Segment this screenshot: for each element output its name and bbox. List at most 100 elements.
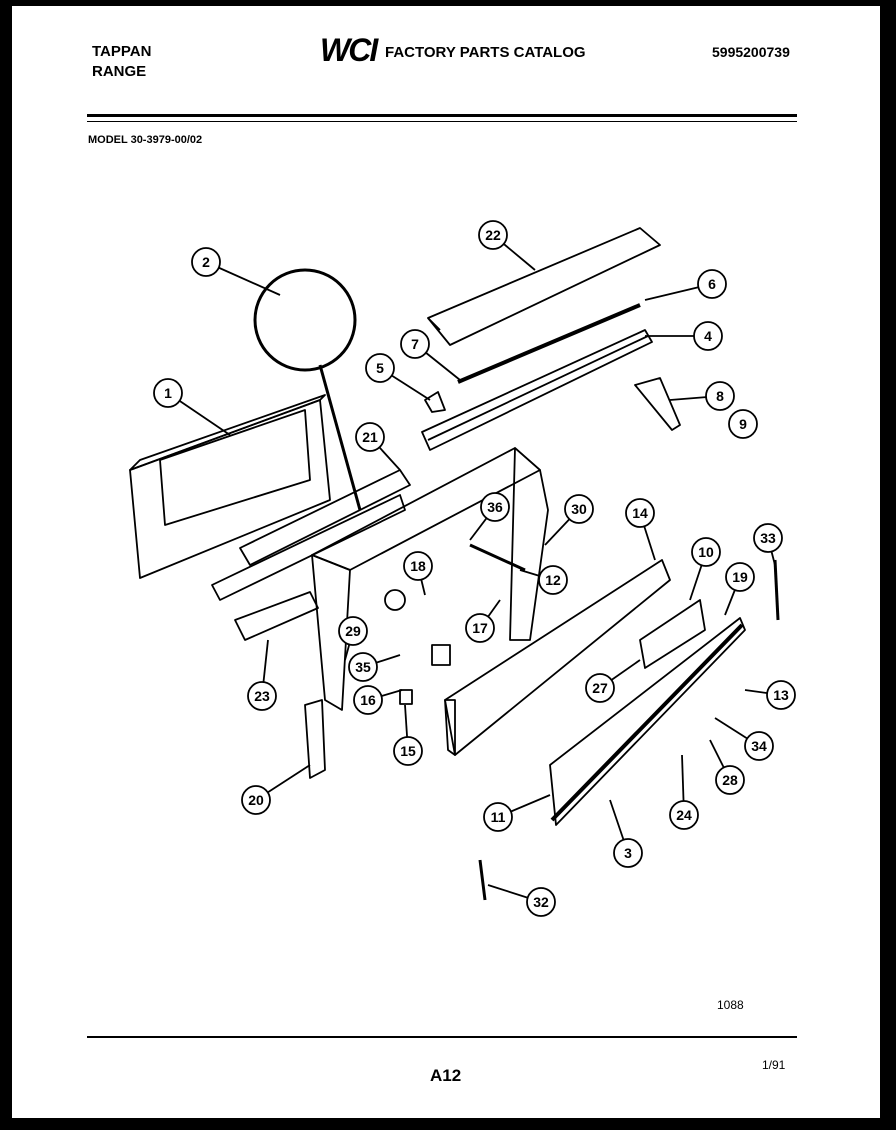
- callout-number-23: 23: [254, 688, 270, 704]
- callout-number-11: 11: [491, 809, 506, 825]
- callout-bubble-21: [355, 422, 385, 452]
- callout-bubble-17: [465, 613, 495, 643]
- callout-bubble-14: [625, 498, 655, 528]
- callout-bubble-30: [564, 494, 594, 524]
- callout-bubble-4: [693, 321, 723, 351]
- callout-bubble-6: [697, 269, 727, 299]
- part-control-panel: [444, 559, 671, 756]
- part-bracket-32: [478, 859, 487, 901]
- callout-number-22: 22: [485, 227, 501, 243]
- part-rod: [457, 303, 641, 384]
- callout-bubble-28: [715, 765, 745, 795]
- callout-bubble-29: [338, 616, 368, 646]
- callout-number-32: 32: [533, 894, 549, 910]
- callout-number-34: 34: [751, 738, 767, 754]
- callout-bubble-34: [744, 731, 774, 761]
- callout-bubble-24: [669, 800, 699, 830]
- callout-number-7: 7: [411, 336, 419, 352]
- part-knob-18: [384, 589, 406, 611]
- callout-bubble-9: [728, 409, 758, 439]
- part-backguard-frame: [311, 447, 549, 711]
- callout-number-16: 16: [360, 692, 376, 708]
- callout-bubble-27: [585, 673, 615, 703]
- part-switch-17: [431, 644, 451, 666]
- callout-number-9: 9: [739, 416, 747, 432]
- callout-bubble-16: [353, 685, 383, 715]
- part-number: 5995200739: [712, 44, 790, 60]
- callout-number-10: 10: [698, 544, 714, 560]
- part-bracket-33: [773, 559, 780, 621]
- callout-number-17: 17: [472, 620, 488, 636]
- callout-number-5: 5: [376, 360, 384, 376]
- part-door-panel: [129, 394, 331, 579]
- part-side-post: [304, 699, 326, 779]
- callout-number-24: 24: [676, 807, 692, 823]
- callout-number-18: 18: [410, 558, 426, 574]
- header-rule-thick: [87, 114, 797, 117]
- part-detail-inset: [253, 268, 357, 372]
- drawing-code: 1088: [717, 998, 744, 1012]
- callout-number-14: 14: [632, 505, 648, 521]
- wci-logo: WCI: [320, 32, 378, 68]
- part-lower-rail: [234, 591, 319, 641]
- callout-bubble-20: [241, 785, 271, 815]
- brand-label: TAPPAN RANGE: [92, 42, 151, 82]
- callout-number-33: 33: [760, 530, 776, 546]
- callout-bubble-19: [725, 562, 755, 592]
- model-number: MODEL 30-3979-00/02: [88, 134, 203, 146]
- catalog-title: FACTORY PARTS CATALOG: [385, 44, 586, 61]
- callout-bubble-10: [691, 537, 721, 567]
- callout-number-15: 15: [400, 743, 416, 759]
- callout-bubble-32: [526, 887, 556, 917]
- callout-bubble-11: [483, 802, 513, 832]
- callout-bubble-36: [480, 492, 510, 522]
- callout-bubble-18: [403, 551, 433, 581]
- callout-bubble-1: [153, 378, 183, 408]
- callout-number-35: 35: [355, 659, 371, 675]
- part-channel: [421, 329, 653, 451]
- callout-number-30: 30: [571, 501, 587, 517]
- callout-number-8: 8: [716, 388, 724, 404]
- callout-bubble-22: [478, 220, 508, 250]
- part-clip-5: [424, 391, 446, 413]
- part-clip-8: [634, 377, 681, 431]
- brand-line-2: RANGE: [92, 63, 147, 80]
- callout-bubble-15: [393, 736, 423, 766]
- callout-number-1: 1: [164, 385, 172, 401]
- page-number: A12: [430, 1066, 462, 1085]
- callout-bubble-2: [191, 247, 221, 277]
- part-screw-12: [469, 543, 526, 572]
- callout-number-21: 21: [362, 429, 378, 445]
- part-top-trim: [427, 227, 661, 346]
- part-vent-strip: [211, 469, 411, 601]
- callout-bubble-33: [753, 523, 783, 553]
- header-rule-thin: [87, 121, 797, 122]
- callout-number-6: 6: [708, 276, 716, 292]
- callout-bubble-35: [348, 652, 378, 682]
- callout-bubble-5: [365, 353, 395, 383]
- footer-rule: [87, 1036, 797, 1038]
- brand-line-1: TAPPAN: [92, 43, 152, 60]
- callout-number-29: 29: [345, 623, 361, 639]
- callout-bubble-23: [247, 681, 277, 711]
- callout-bubble-3: [613, 838, 643, 868]
- revision-date: 1/91: [762, 1058, 786, 1072]
- callout-bubble-7: [400, 329, 430, 359]
- callout-number-36: 36: [487, 499, 503, 515]
- callout-number-3: 3: [624, 845, 632, 861]
- callout-number-13: 13: [773, 687, 789, 703]
- callout-bubble-12: [538, 565, 568, 595]
- callout-number-20: 20: [248, 792, 264, 808]
- callout-number-28: 28: [722, 772, 738, 788]
- callout-number-4: 4: [704, 328, 712, 344]
- callout-number-27: 27: [592, 680, 608, 696]
- part-clock: [639, 599, 706, 669]
- callout-bubble-13: [766, 680, 796, 710]
- callout-number-19: 19: [732, 569, 748, 585]
- callout-number-12: 12: [545, 572, 561, 588]
- callout-bubble-8: [705, 381, 735, 411]
- part-front-panel: [549, 617, 746, 826]
- catalog-sheet: TAPPAN RANGE WCI FACTORY PARTS CATALOG 5…: [12, 6, 880, 1118]
- part-switch-15: [399, 689, 413, 705]
